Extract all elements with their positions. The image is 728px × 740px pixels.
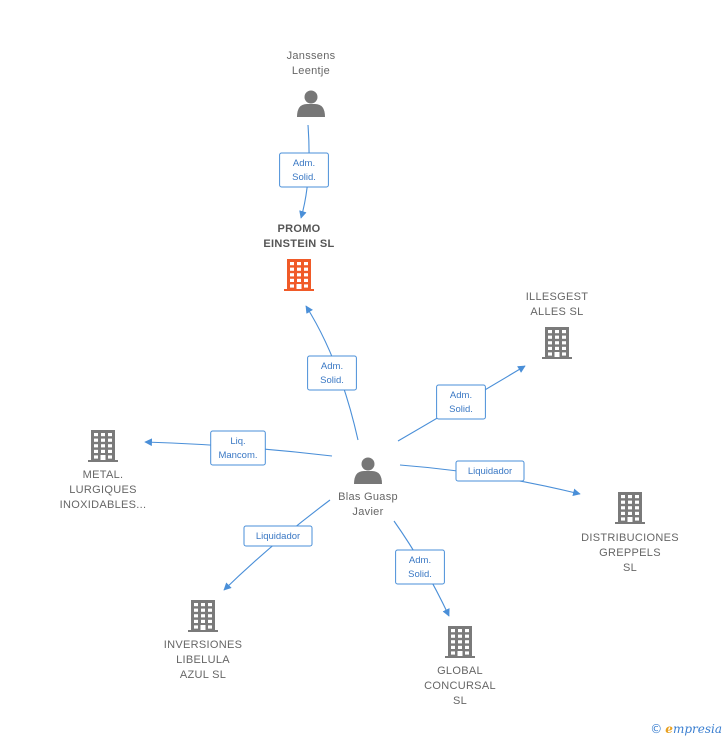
- relation-blas-promo: Adm. Solid.: [305, 305, 359, 441]
- node-label: SL: [623, 562, 637, 574]
- relation-label-text: Liq.: [230, 436, 245, 447]
- building-icon: [445, 626, 475, 658]
- building-icon: [615, 492, 645, 524]
- node-inversiones[interactable]: INVERSIONES LIBELULA AZUL SL: [164, 600, 243, 681]
- relation-janssens-promo: Adm. Solid.: [279, 124, 329, 219]
- brand-name: mpresia: [672, 722, 722, 736]
- relation-label-box[interactable]: [395, 549, 445, 585]
- relation-label-box[interactable]: [436, 384, 486, 420]
- node-label: METAL.: [83, 469, 124, 481]
- relation-label-text: Liquidador: [256, 531, 300, 542]
- node-label: INVERSIONES: [164, 639, 243, 651]
- brand-initial: e: [665, 722, 673, 736]
- node-label: INOXIDABLES...: [60, 499, 147, 511]
- node-label: LURGIQUES: [69, 484, 137, 496]
- node-promo[interactable]: PROMO EINSTEIN SL: [263, 223, 334, 291]
- node-label: GREPPELS: [599, 547, 661, 559]
- relation-label-text: Mancom.: [218, 450, 257, 461]
- relation-label-text: Liquidador: [468, 466, 512, 477]
- relation-label-box[interactable]: [307, 355, 357, 391]
- node-label: AZUL SL: [180, 669, 226, 681]
- node-illesgest[interactable]: ILLESGEST ALLES SL: [526, 291, 589, 359]
- building-icon: [542, 327, 572, 359]
- person-icon: [297, 90, 325, 117]
- relation-label-text: Adm.: [321, 361, 343, 372]
- node-label: Leentje: [292, 65, 330, 77]
- relation-label-text: Solid.: [292, 172, 316, 183]
- node-label: Janssens: [287, 50, 336, 62]
- node-label: SL: [453, 695, 467, 707]
- relation-blas-distrib: Liquidador: [399, 460, 581, 497]
- empresia-watermark: ©empresia: [650, 722, 722, 736]
- node-label: PROMO: [277, 223, 320, 235]
- relation-label-text: Solid.: [408, 569, 432, 580]
- relation-label-text: Adm.: [450, 390, 472, 401]
- person-icon: [354, 457, 382, 484]
- relation-label-box[interactable]: [279, 152, 329, 188]
- relation-blas-global: Adm. Solid.: [393, 520, 450, 617]
- building-icon: [88, 430, 118, 462]
- node-label: ILLESGEST: [526, 291, 589, 303]
- building-icon: [284, 259, 314, 291]
- node-label: DISTRIBUCIONES: [581, 532, 679, 544]
- relation-blas-metal: Liq. Mancom.: [144, 430, 333, 466]
- copyright-icon: ©: [650, 722, 663, 736]
- node-global[interactable]: GLOBAL CONCURSAL SL: [424, 626, 496, 707]
- node-label: GLOBAL: [437, 665, 483, 677]
- relation-label-text: Solid.: [449, 404, 473, 415]
- building-icon: [188, 600, 218, 632]
- node-label: Blas Guasp: [338, 491, 398, 503]
- relation-label-text: Adm.: [293, 158, 315, 169]
- node-label: LIBELULA: [176, 654, 230, 666]
- node-label: EINSTEIN SL: [263, 238, 334, 250]
- relation-blas-inversiones: Liquidador: [223, 499, 331, 591]
- relation-blas-illesgest: Adm. Solid.: [397, 365, 526, 442]
- node-label: CONCURSAL: [424, 680, 496, 692]
- node-metal[interactable]: METAL. LURGIQUES INOXIDABLES...: [60, 430, 147, 511]
- relation-label-text: Solid.: [320, 375, 344, 386]
- relation-label-box[interactable]: [243, 525, 313, 547]
- node-distrib[interactable]: DISTRIBUCIONES GREPPELS SL: [581, 492, 679, 574]
- relation-label-box[interactable]: [455, 460, 525, 482]
- node-label: Javier: [352, 506, 383, 518]
- relation-label-box[interactable]: [210, 430, 266, 466]
- node-label: ALLES SL: [530, 306, 583, 318]
- relation-label-text: Adm.: [409, 555, 431, 566]
